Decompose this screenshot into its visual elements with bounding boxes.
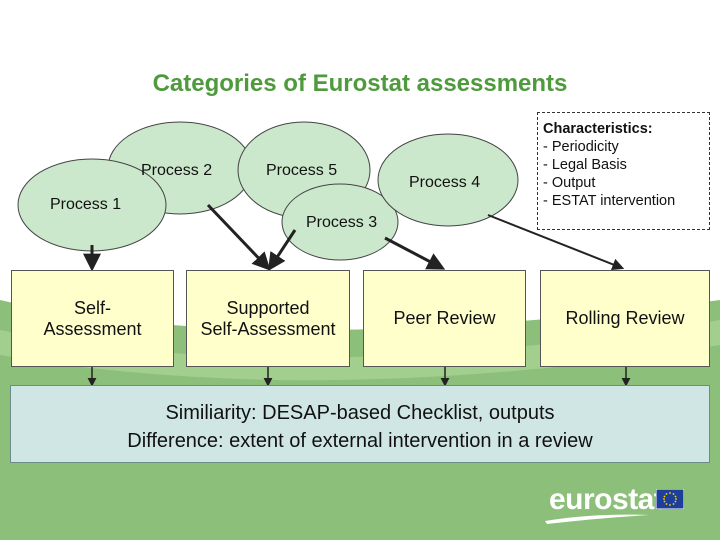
arrow-p3-to-peer — [384, 236, 446, 270]
arrow-p3-to-supported — [268, 229, 297, 272]
logo-swoosh-icon — [545, 514, 649, 524]
self-assessment-line1: Self- — [73, 297, 111, 318]
characteristic-item: - Output — [543, 175, 596, 191]
difference-text: Difference: extent of external intervent… — [127, 430, 593, 452]
process-1-label: Process 1 — [50, 196, 122, 213]
characteristics-title: Characteristics: — [543, 121, 653, 137]
summary-box: Similiarity: DESAP-based Checklist, outp… — [10, 385, 710, 463]
rolling-review-box: Rolling Review — [540, 270, 710, 367]
characteristics-box: Characteristics: - Periodicity - Legal B… — [537, 112, 710, 230]
eurostat-logo-text: eurostat — [549, 483, 664, 516]
self-assessment-line2: Assessment — [43, 318, 142, 339]
arrow-p4-to-rolling — [487, 214, 625, 271]
characteristic-item: - Periodicity — [543, 139, 619, 155]
process-5-label: Process 5 — [266, 162, 338, 179]
rolling-review-label: Rolling Review — [565, 308, 685, 329]
process-2-label: Process 2 — [141, 162, 213, 179]
supported-line1: Supported — [226, 297, 310, 318]
process-3-bubble — [281, 183, 399, 261]
arrow-p2-to-supported — [206, 203, 271, 271]
characteristic-item: - ESTAT intervention — [543, 193, 676, 209]
process-4-label: Process 4 — [409, 174, 481, 191]
characteristic-item: - Legal Basis — [543, 157, 627, 173]
peer-review-box: Peer Review — [363, 270, 526, 367]
supported-line2: Self-Assessment — [200, 318, 336, 339]
peer-review-label: Peer Review — [393, 308, 496, 329]
process-4-bubble — [377, 133, 519, 227]
eu-flag-icon — [656, 489, 684, 509]
similarity-text: Similiarity: DESAP-based Checklist, outp… — [165, 402, 555, 424]
supported-self-assessment-box: Supported Self-Assessment — [186, 270, 350, 367]
eurostat-logo: eurostat — [545, 483, 719, 524]
process-3-label: Process 3 — [306, 214, 378, 231]
slide-title: Categories of Eurostat assessments — [152, 70, 568, 97]
self-assessment-box: Self- Assessment — [11, 270, 174, 367]
